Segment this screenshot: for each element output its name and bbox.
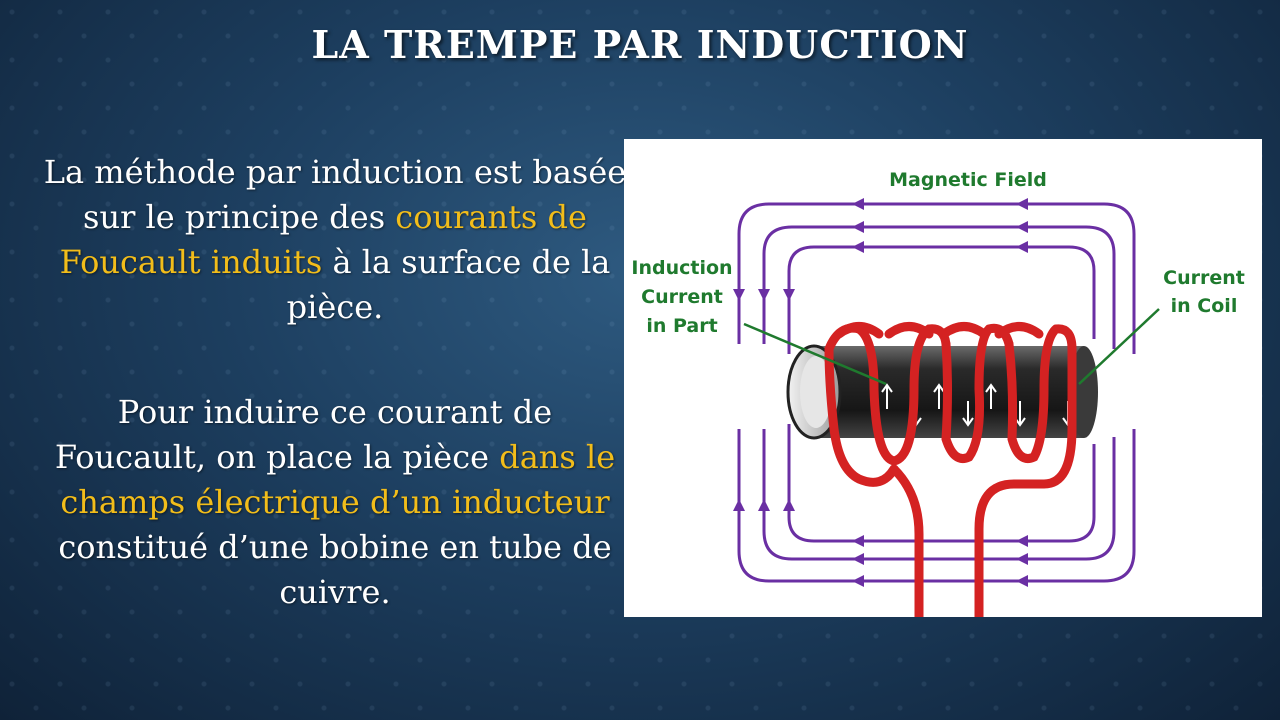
label-induction-line3: in Part (646, 315, 717, 337)
paragraph-inductor-highlight: dans le champs électrique d’un inducteur (60, 438, 616, 521)
paragraph-method-text-2: à la surface de la pièce. (286, 243, 611, 326)
field-lines-top (737, 202, 1136, 354)
paragraph-method: La méthode par induction est basée sur l… (40, 150, 630, 330)
slide-title: LA TREMPE PAR INDUCTION (311, 22, 969, 67)
label-current-line2: in Coil (1171, 295, 1238, 317)
label-current-line1: Current (1163, 267, 1245, 289)
coil-leads (889, 424, 1077, 617)
field-arrows (733, 198, 1028, 587)
label-magnetic-field: Magnetic Field (889, 169, 1047, 191)
label-induction-line1: Induction (631, 257, 732, 279)
induction-diagram: Magnetic Field Induction Current in Part… (624, 139, 1262, 617)
induction-diagram-svg: Magnetic Field Induction Current in Part… (631, 169, 1245, 617)
paragraph-inductor-text-2: constitué d’une bobine en tube de cuivre… (58, 528, 612, 611)
induction-current-arrows (881, 383, 1074, 427)
leader-lines (743, 308, 1160, 386)
coil-front (824, 323, 1077, 487)
paragraph-method-highlight: courants de Foucault induits (59, 198, 587, 281)
label-induction-line2: Current (641, 286, 723, 308)
paragraph-method-text-1: La méthode par induction est basée sur l… (43, 153, 627, 236)
field-lines-bottom (737, 419, 1136, 583)
paragraph-inductor: Pour induire ce courant de Foucault, on … (40, 390, 630, 615)
paragraph-inductor-text-1: Pour induire ce courant de Foucault, on … (54, 393, 553, 476)
